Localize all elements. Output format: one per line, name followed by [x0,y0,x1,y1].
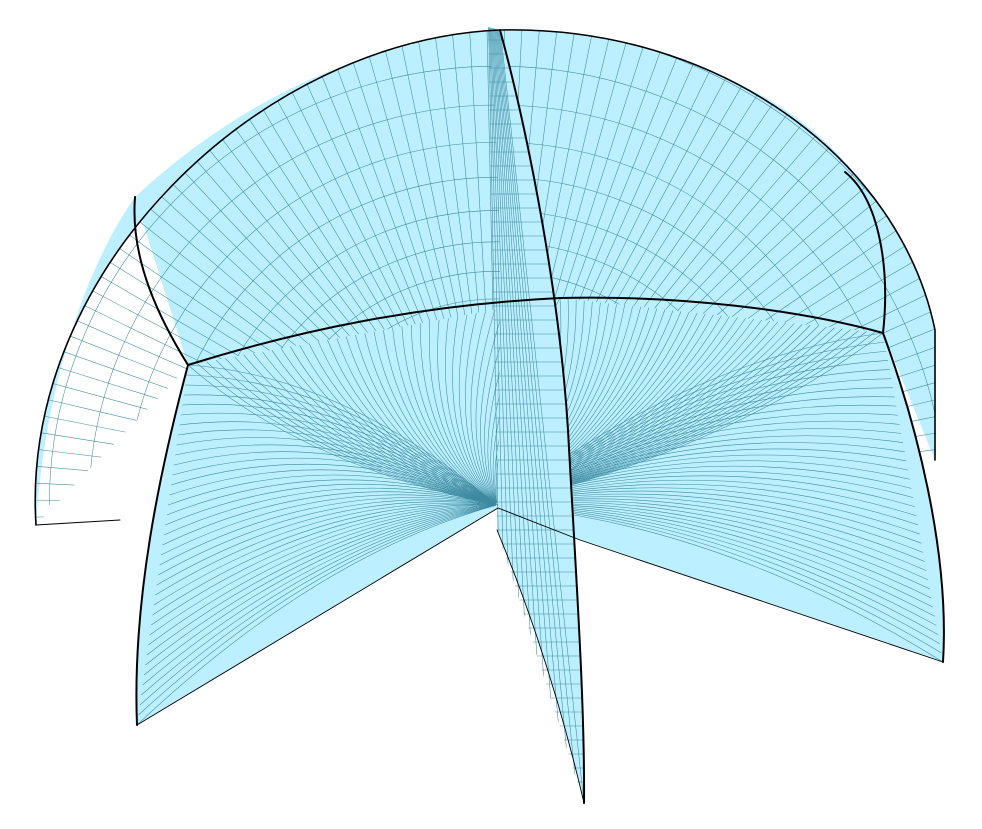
vertical-sheet-back-edge [496,529,585,804]
boundary-edges [34,29,945,804]
vertical-arc-edge [499,29,586,804]
mesh-curve [224,358,498,506]
mesh-curve [162,491,498,546]
mesh-curve [149,504,498,636]
mesh-curve [169,469,498,506]
mesh-curve [470,311,498,506]
back-base-edge [35,519,121,526]
mesh-curve [178,429,498,506]
right-meridian-edge [844,171,887,334]
mesh-curve [180,412,498,506]
mesh-curve [173,451,498,506]
mesh-curve [136,504,498,725]
mesh-curve [187,364,498,506]
mesh-curve [138,504,498,716]
left-front-edge [135,364,189,726]
mesh-curve [179,421,498,506]
mesh-line [495,27,554,803]
left-bottom-edge [136,507,499,726]
mesh-curve [185,384,498,506]
mesh-line [497,27,566,803]
mesh-curve [458,314,498,506]
mesh-curve [317,341,498,506]
mesh-line [498,27,579,803]
mesh-curve [465,313,498,506]
horizontal-arc-edge [187,296,884,366]
mesh-curve [143,504,498,676]
mesh-curve [182,403,498,506]
mesh-curve [148,504,498,646]
mesh-curve [153,503,498,606]
mesh-curve [166,479,498,516]
mesh-curve [176,437,498,506]
mesh-curve [145,504,498,666]
mesh-curve [159,497,498,566]
mesh-curve [187,364,498,506]
mesh-curve [151,504,498,626]
mesh-curve [186,374,498,506]
mesh-curve [146,504,498,656]
mesh-curve [475,309,498,506]
mesh-curve [168,474,498,506]
mesh-curve [420,323,498,506]
mesh-line [499,27,585,803]
mesh-curve [262,351,498,506]
outer-arc-edge [34,29,936,526]
mesh-curve [160,494,498,556]
mesh-curve [243,354,498,506]
mesh-curve [170,463,498,506]
right-front-edge [882,332,945,663]
mesh-curve [165,483,498,526]
mesh-curve [437,319,498,506]
mesh-curve [299,344,498,506]
mesh-curve [142,504,498,686]
mesh-curve [152,504,498,616]
left-meridian-edge [133,196,189,366]
mesh-line [498,27,572,803]
left-sheet [136,298,561,725]
mesh-curve [429,321,498,506]
left-sheet-mesh [136,298,560,725]
right-bottom-edge [497,507,944,663]
right-sheet-fill [498,298,944,662]
mesh-curve [139,504,498,706]
mesh-curve [280,348,498,506]
mesh-curve [172,457,498,506]
mesh-curve [155,502,498,596]
mesh-curve [215,359,498,506]
mesh-curve [183,394,498,506]
mesh-curve [175,444,498,506]
mesh-curve [158,499,498,576]
mesh-curve [445,318,498,506]
mesh-curve [163,487,498,536]
mesh-curve [141,504,498,696]
mesh-curve [156,501,498,586]
mesh-curve [452,316,498,506]
